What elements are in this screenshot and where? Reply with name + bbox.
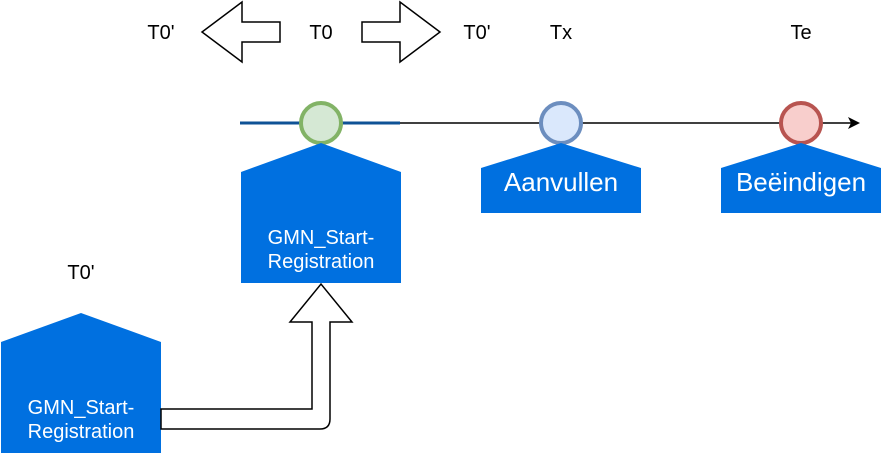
box-start-registration-main <box>241 143 401 283</box>
label-t0-prime-right: T0' <box>463 22 491 44</box>
box-beeindigen <box>721 143 881 213</box>
milestone-t0-circle <box>299 101 343 145</box>
label-t0: T0 <box>309 22 333 44</box>
box-start-registration-main-text: GMN_Start- Registration <box>268 226 375 274</box>
arrow-up-connector <box>160 282 354 430</box>
box-aanvullen-text: Aanvullen <box>503 167 619 197</box>
box-start-registration-side <box>1 313 161 453</box>
box-aanvullen <box>481 143 641 213</box>
box-start-registration-main-line1: GMN_Start- <box>267 227 375 249</box>
milestone-te-circle <box>779 101 823 145</box>
box-start-registration-side-text: GMN_Start- Registration <box>28 396 135 444</box>
arrow-left-icon <box>200 0 281 64</box>
milestone-tx-circle <box>539 101 583 145</box>
label-tx: Tx <box>549 22 573 44</box>
box-start-registration-side-line1: GMN_Start- <box>27 397 135 419</box>
label-t0-prime-side: T0' <box>67 262 95 284</box>
label-t0-prime-left: T0' <box>147 22 175 44</box>
box-beeindigen-text: Beëindigen <box>735 167 867 197</box>
box-start-registration-main-line2: Registration <box>267 251 375 273</box>
arrow-right-icon <box>361 0 442 64</box>
box-start-registration-side-line2: Registration <box>27 421 135 443</box>
label-te: Te <box>790 22 812 44</box>
